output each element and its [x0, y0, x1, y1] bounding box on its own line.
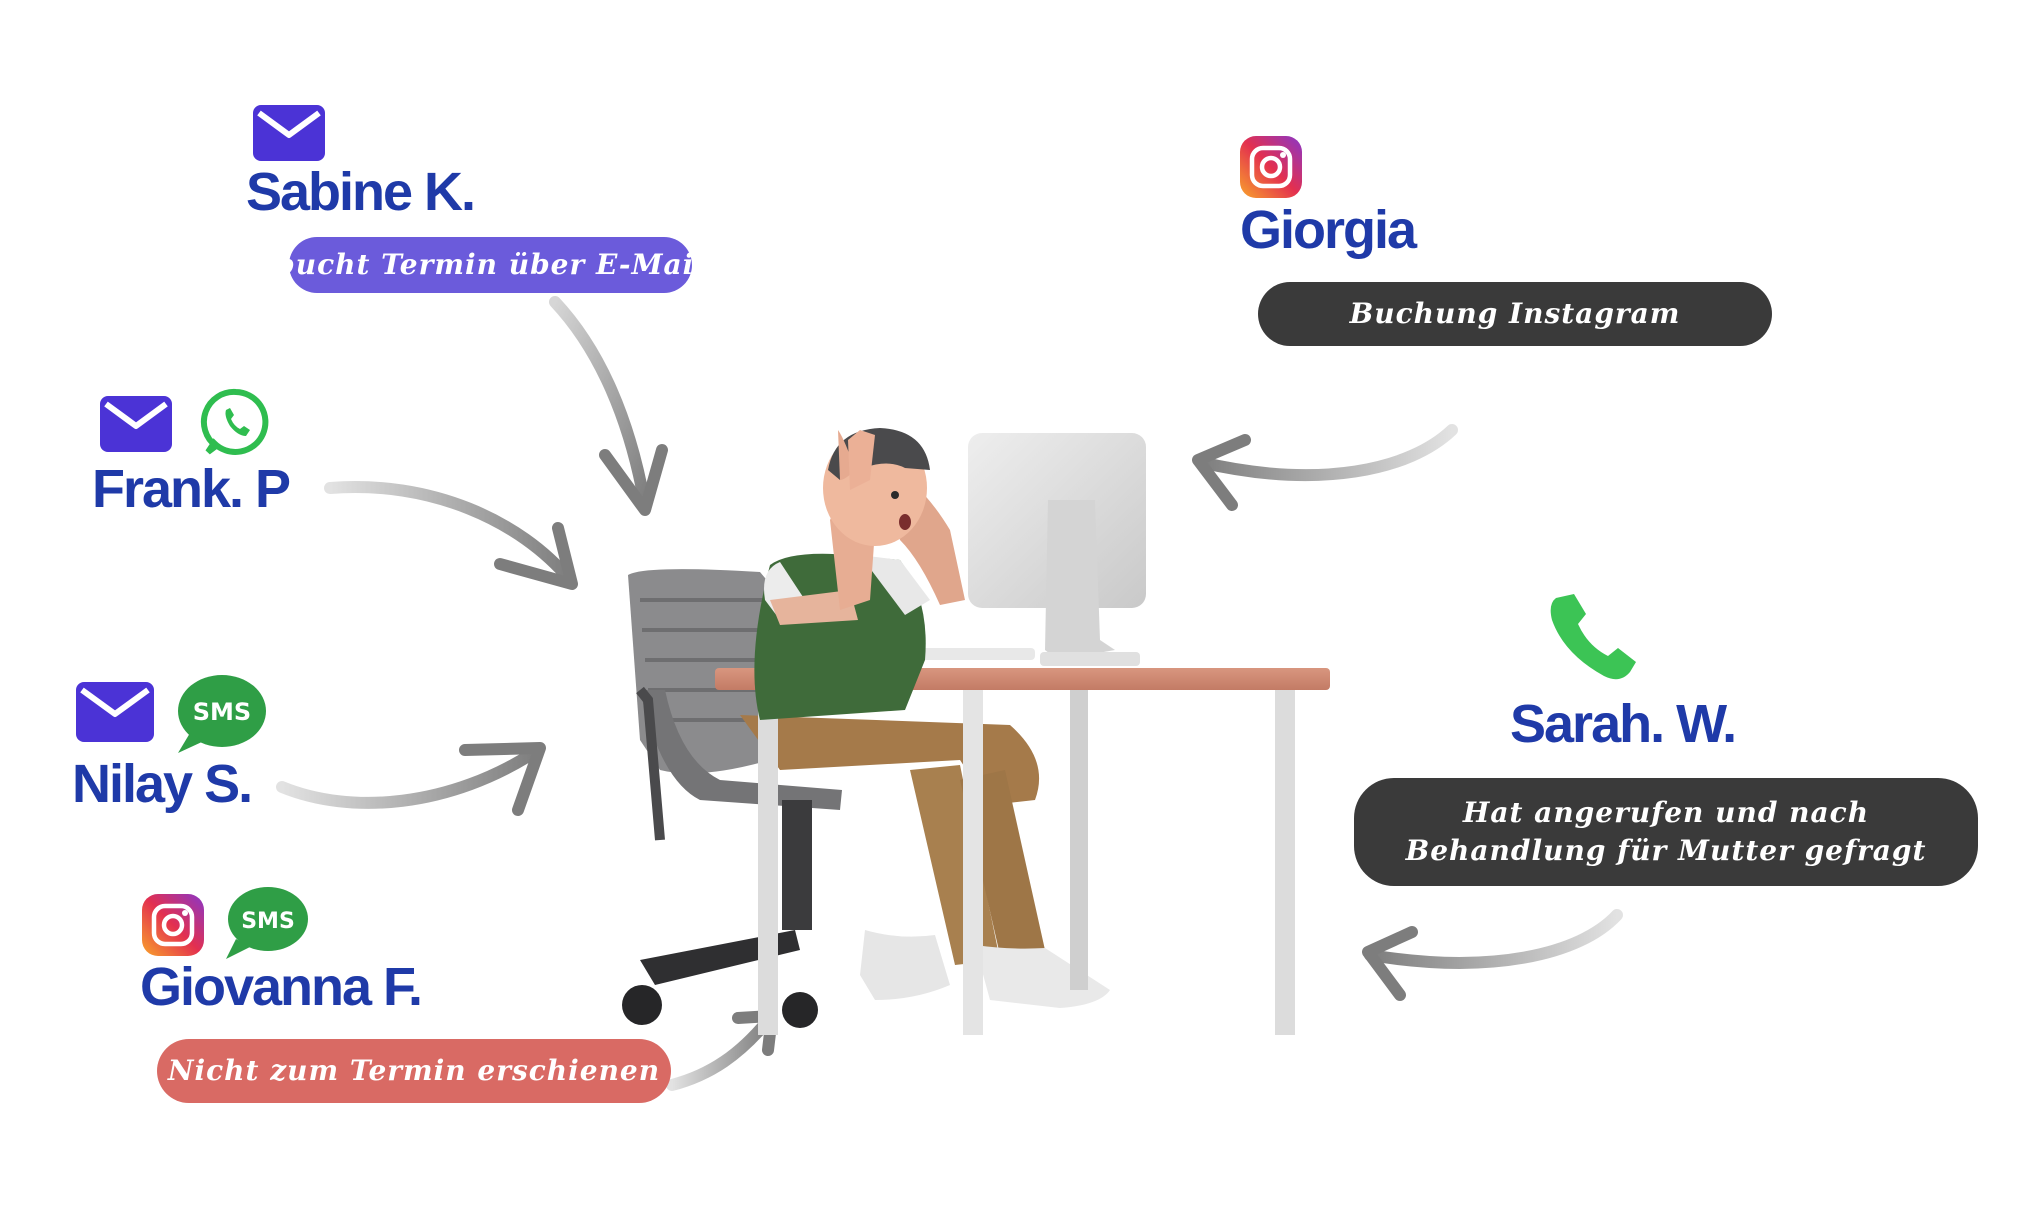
contact-name-nilay: Nilay S. [72, 754, 253, 814]
arrow-nilay [276, 744, 544, 809]
sms-label: SMS [193, 698, 251, 726]
mail-icon [100, 396, 172, 457]
contact-name-giovanna: Giovanna F. [140, 957, 423, 1017]
arrow-sarah [1364, 909, 1623, 969]
contact-name-sarah: Sarah. W. [1510, 694, 1737, 754]
whatsapp-icon [200, 386, 272, 463]
note-pill-giorgia: Buchung Instagram [1258, 282, 1772, 346]
mail-icon [253, 105, 325, 166]
sms-label: SMS [241, 909, 295, 934]
arrow-frank [324, 481, 576, 586]
note-line-2: Behandlung für Mutter gefragt [1405, 834, 1927, 867]
mail-icon [76, 682, 154, 747]
contact-name-giorgia: Giorgia [1240, 200, 1417, 260]
note-line-1: Hat angerufen und nach [1462, 796, 1870, 830]
note-pill-sabine: bucht Termin über E-Mail [275, 237, 705, 293]
contact-name-sabine: Sabine K. [246, 162, 476, 222]
sms-icon: SMS [222, 885, 308, 966]
office-chair [622, 569, 842, 1028]
sms-icon: SMS [174, 673, 268, 760]
arrow-sabine [549, 296, 651, 511]
person-head [823, 428, 930, 546]
arrowhead-giorgia [1192, 434, 1251, 511]
instagram-icon [1240, 136, 1302, 203]
note-pill-giovanna: Nicht zum Termin erschienen [157, 1039, 671, 1103]
arrow-giorgia [1194, 424, 1458, 481]
arrowhead-sarah [1362, 926, 1418, 1001]
arrowhead-nilay [459, 742, 546, 816]
instagram-icon [142, 894, 204, 961]
arrowhead-frank [494, 522, 578, 590]
contact-name-frank: Frank. P [92, 459, 291, 519]
arrowhead-sabine [599, 444, 668, 516]
note-pill-sarah: Hat angerufen und nach Behandlung für Mu… [1354, 778, 1978, 886]
phone-icon [1548, 592, 1640, 687]
